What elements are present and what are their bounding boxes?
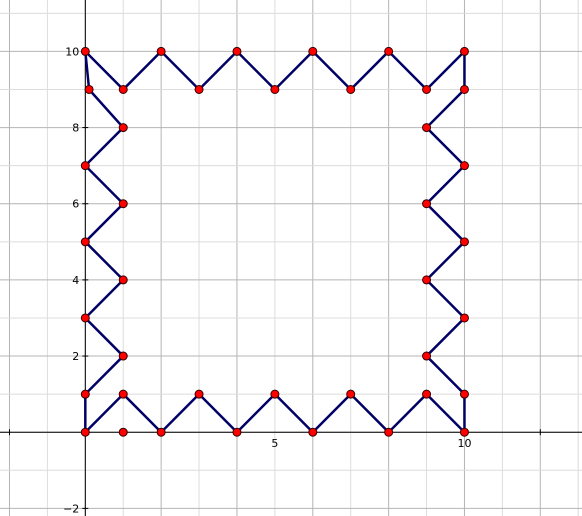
polygon-edge (273, 392, 315, 434)
polygon-edge (87, 88, 125, 129)
polygon-edge (121, 50, 163, 91)
y-tick-label: 6 (72, 198, 79, 211)
polygon-edge (197, 392, 239, 434)
polygon-vertex (422, 199, 432, 209)
polygon-vertex (80, 427, 90, 437)
polygon-vertex (194, 389, 204, 399)
polygon-vertex (308, 427, 318, 437)
polygon-vertex (156, 46, 166, 56)
polygon-vertex (194, 84, 204, 94)
polygon-vertex (270, 84, 280, 94)
polygon-vertex (80, 313, 90, 323)
polygon-edge (425, 50, 466, 91)
polygon-vertex (422, 123, 432, 133)
polygon-vertex (80, 161, 90, 171)
y-tick-label: −2 (63, 502, 79, 515)
polygon-edge (349, 50, 390, 91)
polygon-vertex (459, 46, 469, 56)
polygon-edge (425, 392, 466, 434)
polygon-edge (159, 50, 201, 91)
polygon-vertex (118, 275, 128, 285)
polygon-vertex (422, 351, 432, 361)
polygon-edge (273, 50, 315, 91)
polygon-vertex (84, 84, 94, 94)
polygon-edge (311, 50, 352, 91)
polygon-edge (425, 354, 466, 396)
polygon-edge (235, 392, 277, 434)
y-tick-label: 10 (65, 45, 79, 58)
x-tick-label: 10 (457, 437, 471, 450)
polygon-edges (84, 50, 466, 434)
polygon-edge (159, 392, 201, 434)
polygon-vertex (308, 46, 318, 56)
polygon-vertex (156, 427, 166, 437)
polygon-vertex (459, 237, 469, 247)
y-tick-label: 4 (72, 274, 79, 287)
polygon-edge (84, 240, 125, 282)
polygon-edge (425, 240, 466, 282)
polygon-vertex (118, 199, 128, 209)
polygon-vertex (422, 275, 432, 285)
polygon-vertex (118, 351, 128, 361)
polygon-edge (425, 202, 466, 244)
polygon-vertex (459, 84, 469, 94)
polygon-vertex (232, 427, 242, 437)
polygon-edge (425, 164, 466, 205)
polygon-vertex (80, 46, 90, 56)
polygon-edge (84, 316, 125, 358)
polygon-edge (425, 88, 466, 129)
polygon-edge (387, 392, 428, 434)
x-tick-label: 5 (271, 437, 278, 450)
polygon-vertex (422, 389, 432, 399)
polygon-edge (425, 316, 466, 358)
polygon-edge (84, 392, 125, 434)
y-tick-label: 2 (72, 350, 79, 363)
free-point (118, 427, 128, 437)
polygon-edge (84, 126, 125, 167)
polygon-vertex (346, 389, 356, 399)
polygon-vertices (80, 46, 469, 437)
polygon-vertex (459, 389, 469, 399)
polygon-vertex (118, 389, 128, 399)
polygon-edge (84, 278, 125, 320)
polygon-vertex (459, 427, 469, 437)
polygon-vertex (232, 46, 242, 56)
polygon-edge (197, 50, 239, 91)
polygon-edge (425, 126, 466, 167)
tick-labels: 5 10 −2 2 4 6 8 10 (63, 45, 471, 515)
polygon-edge (235, 50, 277, 91)
polygon-edge (84, 202, 125, 244)
polygon-vertex (80, 389, 90, 399)
polygon-vertex (459, 313, 469, 323)
polygon-edge (425, 278, 466, 320)
polygon-vertex (384, 46, 394, 56)
polygon-vertex (422, 84, 432, 94)
polygon-edge (311, 392, 352, 434)
polygon-edge (121, 392, 163, 434)
polygon-edge (84, 50, 125, 91)
polygon-edge (387, 50, 428, 91)
polygon-vertex (384, 427, 394, 437)
polygon-vertex (346, 84, 356, 94)
polygon-vertex (459, 161, 469, 171)
polygon-vertex (270, 389, 280, 399)
polygon-vertex (118, 84, 128, 94)
polygon-edge (84, 354, 125, 396)
polygon-vertex (80, 237, 90, 247)
polygon-vertex (118, 123, 128, 133)
y-tick-label: 8 (72, 122, 79, 135)
polygon-edge (84, 164, 125, 205)
polygon-edge (349, 392, 390, 434)
polygon-edge (84, 50, 91, 91)
